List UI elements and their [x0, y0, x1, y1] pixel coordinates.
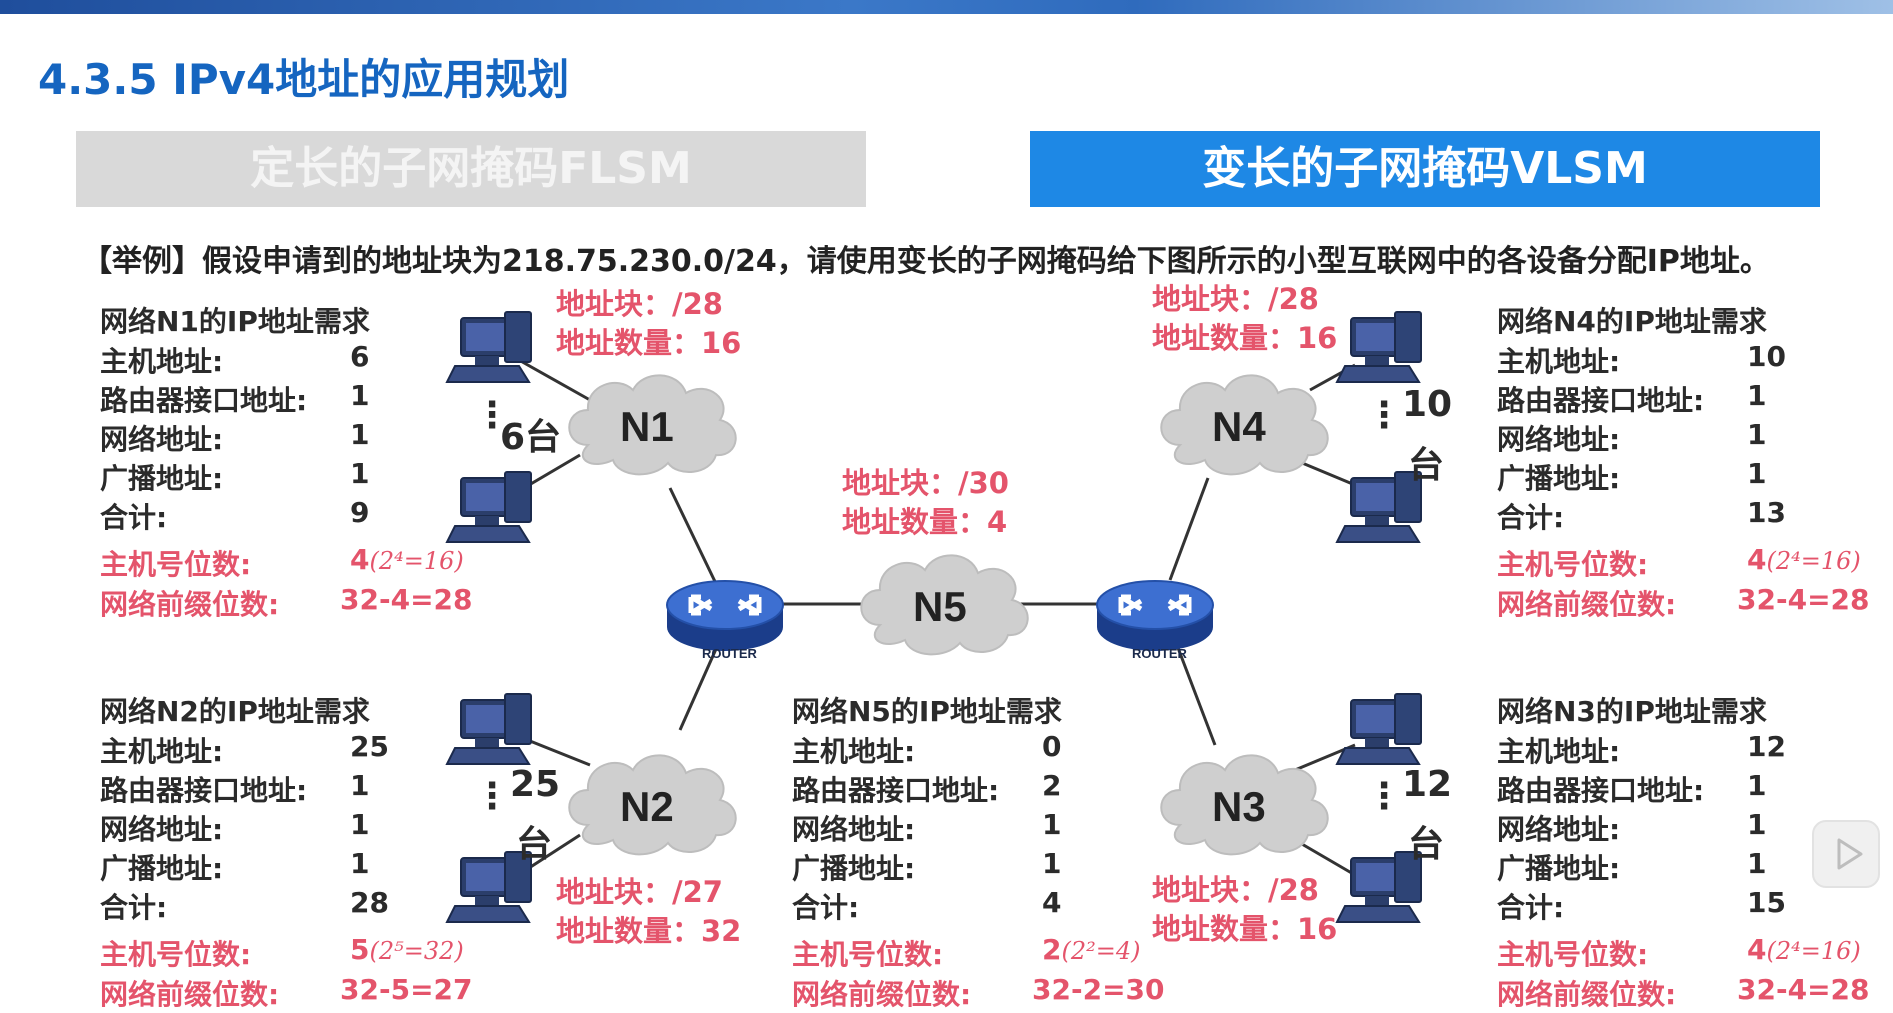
example-text: 【举例】假设申请到的地址块为218.75.230.0/24，请使用变长的子网掩码…: [82, 244, 1770, 279]
ellipsis-n3: ⋮: [1366, 776, 1402, 817]
pc-icon: [446, 471, 532, 543]
host-count-n3-unit: 台: [1408, 824, 1445, 865]
host-count-n2-unit: 台: [516, 824, 553, 865]
host-count-n2-num: 25: [510, 764, 561, 805]
pc-icon: [446, 693, 532, 765]
top-banner: [0, 0, 1893, 14]
cloud-label-n1: N1: [620, 403, 674, 450]
host-count-n1: 6台: [500, 417, 562, 458]
page-title: 4.3.5 IPv4地址的应用规划: [38, 55, 570, 104]
ellipsis-n1: ⋮: [474, 395, 510, 436]
tab-vlsm[interactable]: 变长的子网掩码VLSM: [1030, 131, 1820, 207]
play-icon: [1837, 838, 1863, 870]
pc-icon: [1336, 311, 1422, 383]
tab-flsm[interactable]: 定长的子网掩码FLSM: [76, 131, 866, 207]
cloud-label-n2: N2: [620, 783, 674, 830]
cloud-label-n5: N5: [913, 583, 967, 630]
pc-icon: [1336, 693, 1422, 765]
pc-icon: [446, 311, 532, 383]
router-icon-left: [667, 581, 783, 651]
ellipsis-n2: ⋮: [474, 776, 510, 817]
cloud-label-n3: N3: [1212, 783, 1266, 830]
ellipsis-n4: ⋮: [1366, 395, 1402, 436]
cloud-label-n4: N4: [1212, 403, 1266, 450]
host-count-n4-num: 10: [1402, 384, 1453, 425]
router-label-right: ROUTER: [1132, 646, 1188, 661]
play-button[interactable]: [1812, 820, 1880, 888]
router-label-left: ROUTER: [702, 646, 758, 661]
host-count-n3-num: 12: [1402, 764, 1453, 805]
host-count-n4-unit: 台: [1408, 445, 1445, 486]
router-icon-right: [1097, 581, 1213, 651]
